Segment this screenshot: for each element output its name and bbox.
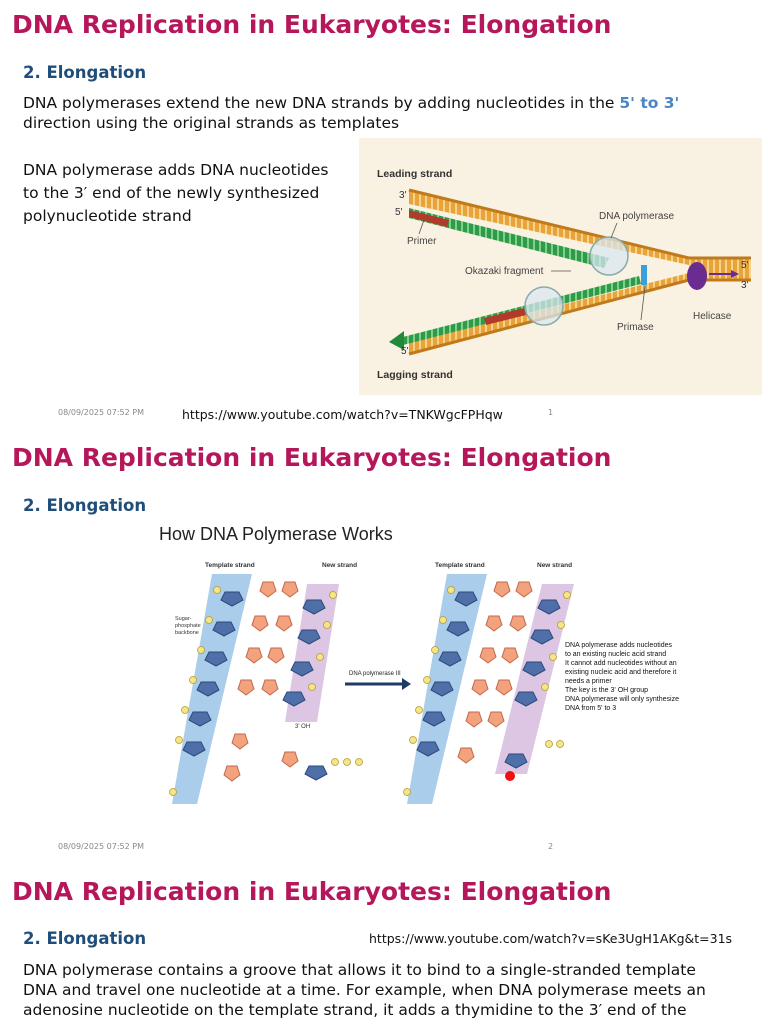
note-line: DNA polymerase will only synthesize	[565, 696, 679, 703]
replication-fork-diagram: Leading strand Lagging strand 3' 5' Prim…	[359, 138, 762, 395]
svg-text:3': 3'	[399, 190, 407, 201]
svg-text:Template strand: Template strand	[435, 562, 485, 569]
backbone-label: Sugar-	[175, 616, 192, 622]
paragraph-line: to the 3′ end of the newly synthesized	[23, 184, 320, 202]
svg-text:5': 5'	[395, 207, 403, 218]
svg-text:Template strand: Template strand	[205, 562, 255, 569]
svg-text:3': 3'	[741, 280, 749, 291]
primer-label: Primer	[407, 236, 437, 247]
new-strand-left	[285, 584, 339, 722]
figure-heading: How DNA Polymerase Works	[159, 524, 393, 544]
polymerase-leading-icon	[589, 236, 629, 276]
section-heading: 2. Elongation	[23, 929, 147, 948]
note-line: existing nucleic acid and therefore it	[565, 669, 676, 676]
slide-1: DNA Replication in Eukaryotes: Elongatio…	[0, 0, 768, 432]
new-strand-right	[495, 584, 574, 774]
paragraph: DNA polymerase contains a groove that al…	[23, 960, 763, 1020]
svg-text:New strand: New strand	[322, 562, 357, 569]
paragraph-text: direction using the original strands as …	[23, 114, 400, 132]
svg-text:3' OH: 3' OH	[295, 724, 310, 730]
svg-text:5': 5'	[741, 260, 749, 271]
paragraph-line: polynucleotide strand	[23, 207, 192, 225]
section-heading: 2. Elongation	[23, 63, 147, 82]
leading-primer	[409, 210, 449, 227]
video-link[interactable]: https://www.youtube.com/watch?v=TNKWgcFP…	[182, 407, 503, 422]
lagging-arrow-icon	[389, 331, 404, 350]
helicase-icon	[687, 262, 707, 290]
helicase-label: Helicase	[693, 311, 732, 322]
lagging-strand-label: Lagging strand	[377, 369, 453, 381]
leading-new-strand	[409, 208, 609, 268]
arrow-label: DNA polymerase III	[349, 671, 401, 677]
paragraph-line: DNA polymerase contains a groove that al…	[23, 961, 696, 979]
polymerase-label: DNA polymerase	[599, 211, 674, 222]
slide-number: 2	[548, 842, 554, 851]
okazaki-primer	[484, 308, 526, 325]
slide-date: 08/09/2025 07:52 PM	[58, 842, 144, 851]
slide-2: DNA Replication in Eukaryotes: Elongatio…	[0, 434, 768, 866]
svg-text:backbone: backbone	[175, 630, 199, 636]
slide-date: 08/09/2025 07:52 PM	[58, 408, 144, 417]
primase-icon	[641, 265, 647, 285]
note-line: DNA from 5' to 3	[565, 705, 616, 712]
svg-text:New strand: New strand	[537, 562, 572, 569]
slide-title: DNA Replication in Eukaryotes: Elongatio…	[12, 443, 612, 472]
paragraph-line: adenosine nucleotide on the template str…	[23, 1001, 687, 1019]
slide-title: DNA Replication in Eukaryotes: Elongatio…	[12, 10, 612, 39]
note-line: to an existing nucleic acid strand	[565, 651, 666, 658]
note-line: needs a primer	[565, 678, 612, 685]
paragraph: DNA polymerase adds DNA nucleotides to t…	[23, 159, 343, 228]
note-line: The key is the 3' OH group	[565, 687, 648, 694]
video-link[interactable]: https://www.youtube.com/watch?v=sKe3UgH1…	[369, 931, 733, 946]
slide-3: DNA Replication in Eukaryotes: Elongatio…	[0, 868, 768, 1024]
note-line: It cannot add nucleotides without an	[565, 660, 677, 667]
primase-label: Primase	[617, 322, 654, 333]
svg-text:phosphate: phosphate	[175, 623, 201, 629]
polymerase-works-diagram: How DNA Polymerase Works Template strand…	[157, 512, 706, 810]
polymerase-lagging-icon	[524, 286, 564, 326]
paragraph: DNA polymerases extend the new DNA stran…	[23, 93, 743, 133]
slide-number: 1	[548, 408, 554, 417]
note-line: DNA polymerase adds nucleotides	[565, 642, 673, 649]
hydroxyl-marker	[505, 771, 515, 781]
paragraph-line: DNA and travel one nucleotide at a time.…	[23, 981, 706, 999]
paragraph-line: DNA polymerase adds DNA nucleotides	[23, 161, 329, 179]
paragraph-text: DNA polymerases extend the new DNA stran…	[23, 94, 620, 112]
okazaki-label: Okazaki fragment	[465, 266, 544, 277]
direction-highlight: 5' to 3'	[619, 94, 680, 112]
leading-strand-label: Leading strand	[377, 168, 452, 180]
slide-title: DNA Replication in Eukaryotes: Elongatio…	[12, 877, 612, 906]
section-heading: 2. Elongation	[23, 496, 147, 515]
svg-text:5': 5'	[401, 346, 409, 357]
